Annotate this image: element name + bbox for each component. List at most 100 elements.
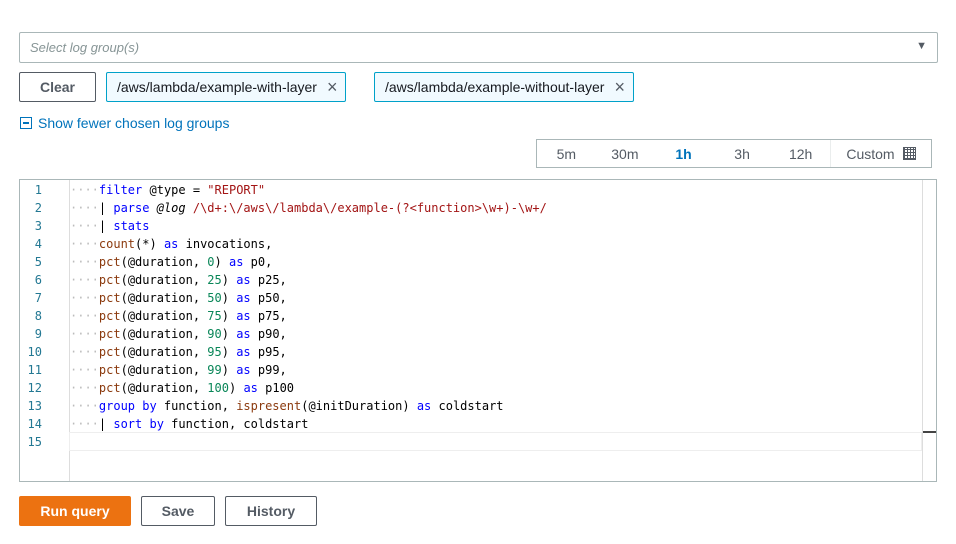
run-query-button[interactable]: Run query	[19, 496, 131, 526]
code-token: 75	[207, 309, 222, 323]
line-number: 13	[27, 399, 42, 413]
code-token: )	[221, 363, 237, 377]
time-range-3h[interactable]: 3h	[734, 145, 750, 162]
code-token: parse	[113, 201, 150, 215]
time-range-5m[interactable]: 5m	[556, 145, 577, 162]
line-number: 8	[34, 309, 42, 323]
code-token: |	[98, 417, 114, 431]
code-token: coldstart	[431, 399, 504, 413]
code-token: function,	[156, 399, 237, 413]
code-token: 100	[207, 381, 229, 395]
time-range-30m[interactable]: 30m	[611, 145, 639, 162]
time-range-custom[interactable]: Custom	[829, 140, 931, 167]
code-token: pct	[98, 327, 121, 341]
code-token: pct	[98, 309, 121, 323]
line-number: 9	[34, 327, 42, 341]
line-number: 11	[27, 363, 42, 377]
code-token: "REPORT"	[207, 183, 266, 197]
code-token: (@duration,	[120, 345, 208, 359]
code-token: group by	[98, 399, 157, 413]
code-token: filter	[98, 183, 143, 197]
code-token: count	[98, 237, 136, 251]
code-token: as	[236, 273, 251, 287]
code-line: ····| sort by function, coldstart	[70, 417, 309, 431]
time-range-1h[interactable]: 1h	[675, 145, 692, 162]
code-token: as	[236, 291, 251, 305]
tag-label: /aws/lambda/example-without-layer	[385, 79, 605, 95]
code-token: 0	[207, 255, 215, 269]
code-token: /\d+:\/aws\/lambda\/example-(?<function>…	[185, 201, 547, 215]
time-range-selector: 5m 30m 1h 3h 12h Custom	[536, 139, 932, 168]
code-token: )	[228, 381, 244, 395]
caret-down-icon[interactable]: ▼	[916, 40, 927, 52]
line-number: 4	[34, 237, 42, 251]
code-line: ····pct(@duration, 75) as p75,	[70, 309, 287, 323]
scrollbar-thumb[interactable]	[923, 431, 936, 433]
code-token: (@duration,	[120, 363, 208, 377]
code-line: ····pct(@duration, 25) as p25,	[70, 273, 287, 287]
line-number: 10	[27, 345, 42, 359]
code-line: ····group by function, ispresent(@initDu…	[70, 399, 504, 413]
code-line: ····pct(@duration, 99) as p99,	[70, 363, 287, 377]
code-token: )	[221, 327, 237, 341]
code-token: p90,	[250, 327, 287, 341]
code-token: p0,	[243, 255, 273, 269]
line-number: 15	[27, 435, 42, 449]
code-line: ····count(*) as invocations,	[70, 237, 273, 251]
code-line: ····| stats	[70, 219, 150, 233]
code-token	[149, 201, 156, 215]
code-token: pct	[98, 381, 121, 395]
code-token: |	[98, 201, 114, 215]
code-token: )	[221, 273, 237, 287]
code-token: as	[228, 255, 244, 269]
code-line: ····pct(@duration, 100) as p100	[70, 381, 295, 395]
time-range-12h[interactable]: 12h	[788, 145, 813, 162]
code-token: ispresent	[236, 399, 302, 413]
show-fewer-label: Show fewer chosen log groups	[38, 115, 230, 131]
code-token: (*)	[135, 237, 164, 251]
history-button[interactable]: History	[225, 496, 317, 526]
code-token: pct	[98, 273, 121, 287]
code-token: )	[221, 291, 237, 305]
custom-label: Custom	[846, 145, 895, 162]
code-token: )	[214, 255, 229, 269]
clear-button[interactable]: Clear	[19, 72, 96, 102]
code-token: p50,	[250, 291, 287, 305]
code-token: function, coldstart	[163, 417, 309, 431]
tag-label: /aws/lambda/example-with-layer	[117, 79, 317, 95]
code-token: as	[243, 381, 258, 395]
code-token: 95	[207, 345, 222, 359]
chosen-log-group-tag: /aws/lambda/example-with-layer ×	[106, 72, 347, 102]
code-line: ····| parse @log /\d+:\/aws\/lambda\/exa…	[70, 201, 547, 215]
code-token: (@duration,	[120, 255, 208, 269]
line-number: 3	[34, 219, 42, 233]
code-token: (@duration,	[120, 291, 208, 305]
code-token: stats	[113, 219, 150, 233]
code-token: (@initDuration)	[301, 399, 417, 413]
code-token: p100	[257, 381, 295, 395]
line-number: 7	[34, 291, 42, 305]
remove-icon[interactable]: ×	[326, 76, 338, 97]
save-button[interactable]: Save	[141, 496, 215, 526]
code-token: pct	[98, 363, 121, 377]
code-token: |	[98, 219, 114, 233]
code-token: (@duration,	[120, 381, 208, 395]
remove-icon[interactable]: ×	[614, 76, 625, 97]
code-token: pct	[98, 291, 121, 305]
code-line: ····pct(@duration, 90) as p90,	[70, 327, 287, 341]
editor-scrollbar[interactable]	[922, 180, 936, 481]
chosen-log-group-tag: /aws/lambda/example-without-layer ×	[374, 72, 634, 102]
code-token: @type =	[142, 183, 208, 197]
collapse-icon	[20, 117, 32, 129]
code-token: p99,	[250, 363, 287, 377]
current-line-highlight	[69, 432, 922, 451]
code-token: as	[416, 399, 432, 413]
show-fewer-link[interactable]: Show fewer chosen log groups	[20, 115, 229, 131]
code-token: 90	[207, 327, 222, 341]
log-group-select[interactable]: Select log group(s) ▼	[19, 32, 938, 63]
code-token: (@duration,	[120, 273, 208, 287]
code-token: as	[236, 327, 251, 341]
line-number: 6	[34, 273, 42, 287]
